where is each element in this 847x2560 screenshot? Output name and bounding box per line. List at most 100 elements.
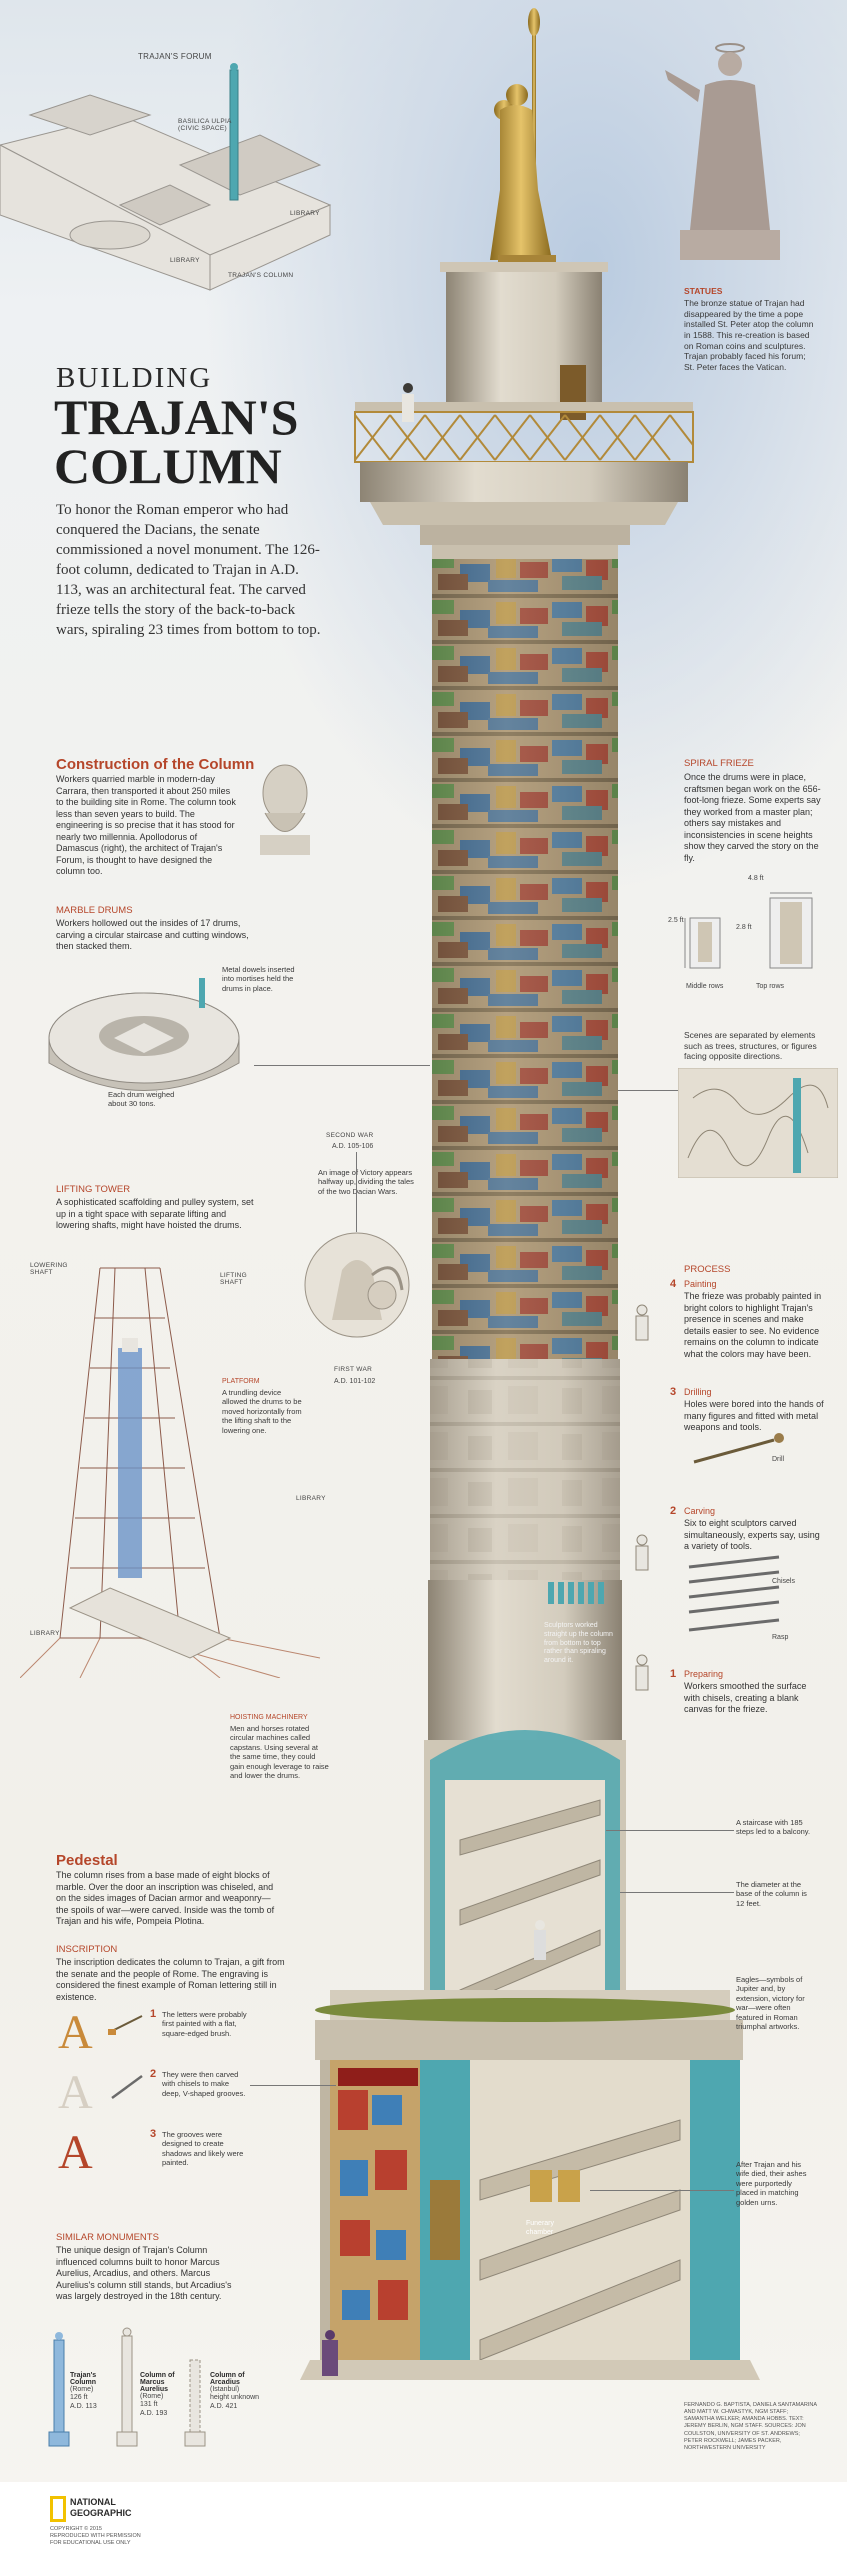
col-1-name: Trajan's Column xyxy=(70,2372,97,2386)
pedestal-title: Pedestal xyxy=(56,1852,118,1869)
brush-icon xyxy=(108,2015,143,2035)
process-step-3-num: 3 xyxy=(670,1386,677,1398)
victory-text: An image of Victory appears halfway up, … xyxy=(318,1168,414,1196)
victory-medallion xyxy=(304,1232,410,1338)
similar-col-2: Column of Marcus Aurelius (Rome) 131 ft … xyxy=(140,2372,194,2418)
funerary-label: Funerary chamber xyxy=(526,2220,555,2236)
col-1-height: 126 ft xyxy=(70,2394,88,2402)
frieze-dim-2-8: 2.8 ft xyxy=(736,924,752,931)
frieze-scenes: Scenes are separated by elements such as… xyxy=(684,1030,817,1062)
drums-leader xyxy=(254,1065,430,1066)
forum-illustration xyxy=(0,63,332,291)
forum-library-label-1: LIBRARY xyxy=(290,210,320,217)
drill-label: Drill xyxy=(772,1456,785,1463)
col-3-name: Column of Arcadius xyxy=(210,2372,245,2386)
process-title: PROCESS xyxy=(684,1264,731,1275)
drums-weight: Each drum weighed about 30 tons. xyxy=(108,1090,175,1109)
urns-leader xyxy=(590,2190,734,2191)
col-2-date: A.D. 193 xyxy=(140,2409,168,2417)
process-step-1-text: Workers smoothed the surface with chisel… xyxy=(684,1681,807,1715)
frieze-top-rows: Top rows xyxy=(756,983,785,990)
inscription-step-1-num: 1 xyxy=(150,2008,157,2020)
inscription-step-1-text: The letters were probably first painted … xyxy=(162,2010,247,2038)
diameter-text: The diameter at the base of the column i… xyxy=(736,1880,807,1908)
second-war-label: SECOND WAR xyxy=(326,1132,374,1139)
col-2-loc: (Rome) xyxy=(140,2393,164,2400)
letter-a-painted: A xyxy=(58,2006,93,2059)
statues-text: The bronze statue of Trajan had disappea… xyxy=(684,298,814,372)
process-step-3-text: Holes were bored into the hands of many … xyxy=(684,1399,824,1433)
letter-a-final: A xyxy=(58,2126,93,2179)
machinery-title: HOISTING MACHINERY xyxy=(230,1714,308,1721)
reproduced-line: REPRODUCED WITH PERMISSION xyxy=(50,2533,141,2540)
drums-title: MARBLE DRUMS xyxy=(56,905,133,916)
frieze-middle-rows: Middle rows xyxy=(686,983,724,990)
construction-title: Construction of the Column xyxy=(56,756,255,773)
header-building: BUILDING xyxy=(56,362,213,394)
lifting-title: LIFTING TOWER xyxy=(56,1184,131,1195)
forum-title: TRAJAN'S FORUM xyxy=(138,52,212,61)
platform-text: A trundling device allowed the drums to … xyxy=(222,1388,302,1435)
col-3-height: height unknown xyxy=(210,2394,260,2402)
urns-text: After Trajan and his wife died, their as… xyxy=(736,2160,807,2207)
col-3-loc: (Istanbul) xyxy=(210,2386,240,2393)
process-step-2-title: Carving xyxy=(684,1506,716,1516)
similar-col-3: Column of Arcadius (Istanbul) height unk… xyxy=(210,2372,266,2411)
frieze-leader xyxy=(618,1090,678,1091)
similar-columns-illustration xyxy=(48,2327,206,2447)
sculptor-figures xyxy=(635,1304,649,1691)
diameter-leader xyxy=(620,1892,734,1893)
forum-library-label-2: LIBRARY xyxy=(170,257,200,264)
rasp-label: Rasp xyxy=(772,1634,789,1641)
forum-column-label: TRAJAN'S COLUMN xyxy=(228,272,294,279)
inscription-step-3-num: 3 xyxy=(150,2128,157,2140)
process-step-1-title: Preparing xyxy=(684,1669,724,1679)
pedestal-text: The column rises from a base made of eig… xyxy=(56,1870,275,1927)
machinery-text: Men and horses rotated circular machines… xyxy=(230,1724,329,1780)
staircase-leader xyxy=(606,1830,734,1831)
frieze-figure-diagram xyxy=(684,892,813,969)
st-peter-statue xyxy=(665,43,780,260)
col-1-loc: (Rome) xyxy=(70,2386,94,2393)
frieze-dim-4-8: 4.8 ft xyxy=(748,875,764,882)
first-war-dates: A.D. 101-102 xyxy=(334,1378,376,1385)
col-2-name: Column of Marcus Aurelius xyxy=(140,2372,175,2393)
frieze-text: Once the drums were in place, craftsmen … xyxy=(684,772,821,863)
drum-illustration xyxy=(48,978,240,1091)
col-1-date: A.D. 113 xyxy=(70,2402,97,2410)
similar-title: SIMILAR MONUMENTS xyxy=(56,2232,159,2243)
first-war-label: FIRST WAR xyxy=(334,1366,373,1373)
footer-brand: NATIONAL GEOGRAPHIC xyxy=(70,2497,132,2519)
process-step-4-num: 4 xyxy=(670,1278,677,1290)
credits-text: FERNANDO G. BAPTISTA, DANIELA SANTAMARIN… xyxy=(684,2402,817,2451)
inscription-step-2-text: They were then carved with chisels to ma… xyxy=(162,2070,246,2098)
process-step-4-title: Painting xyxy=(684,1279,717,1289)
forum-basilica-label: BASILICA ULPIA (CIVIC SPACE) xyxy=(178,118,232,132)
col-3-date: A.D. 421 xyxy=(210,2402,238,2410)
drums-dowels: Metal dowels inserted into mortises held… xyxy=(222,965,295,993)
war-leader xyxy=(356,1152,357,1232)
library-right-label: LIBRARY xyxy=(296,1495,326,1502)
copyright-line: COPYRIGHT © 2015 xyxy=(50,2526,102,2532)
staircase-text: A staircase with 185 steps led to a balc… xyxy=(736,1818,811,1837)
statues-title: STATUES xyxy=(684,286,723,296)
chisels-label: Chisels xyxy=(772,1578,795,1585)
footer-copyright: COPYRIGHT © 2015 REPRODUCED WITH PERMISS… xyxy=(50,2526,141,2547)
header-intro: To honor the Roman emperor who had conqu… xyxy=(56,502,321,638)
inscription-step-2-num: 2 xyxy=(150,2068,157,2080)
edu-line: FOR EDUCATIONAL USE ONLY xyxy=(50,2540,131,2547)
sculptors-text: Sculptors worked straight up the column … xyxy=(544,1622,613,1664)
header-title-line1: TRAJAN'S xyxy=(54,389,299,445)
process-step-2-text: Six to eight sculptors carved simultaneo… xyxy=(684,1518,820,1552)
lowering-shaft-label: LOWERING SHAFT xyxy=(30,1262,68,1276)
frieze-dim-2-5: 2.5 ft xyxy=(668,917,684,924)
platform-title: PLATFORM xyxy=(222,1378,260,1385)
inscription-text: The inscription dedicates the column to … xyxy=(56,1957,285,2002)
national-geographic-logo-icon xyxy=(50,2496,66,2522)
chisels-icon xyxy=(688,1555,780,1632)
footer-bar xyxy=(0,2482,847,2560)
lifting-text: A sophisticated scaffolding and pulley s… xyxy=(56,1197,254,1231)
eagles-text: Eagles—symbols of Jupiter and, by extens… xyxy=(736,1975,805,2031)
library-left-label: LIBRARY xyxy=(30,1630,60,1637)
